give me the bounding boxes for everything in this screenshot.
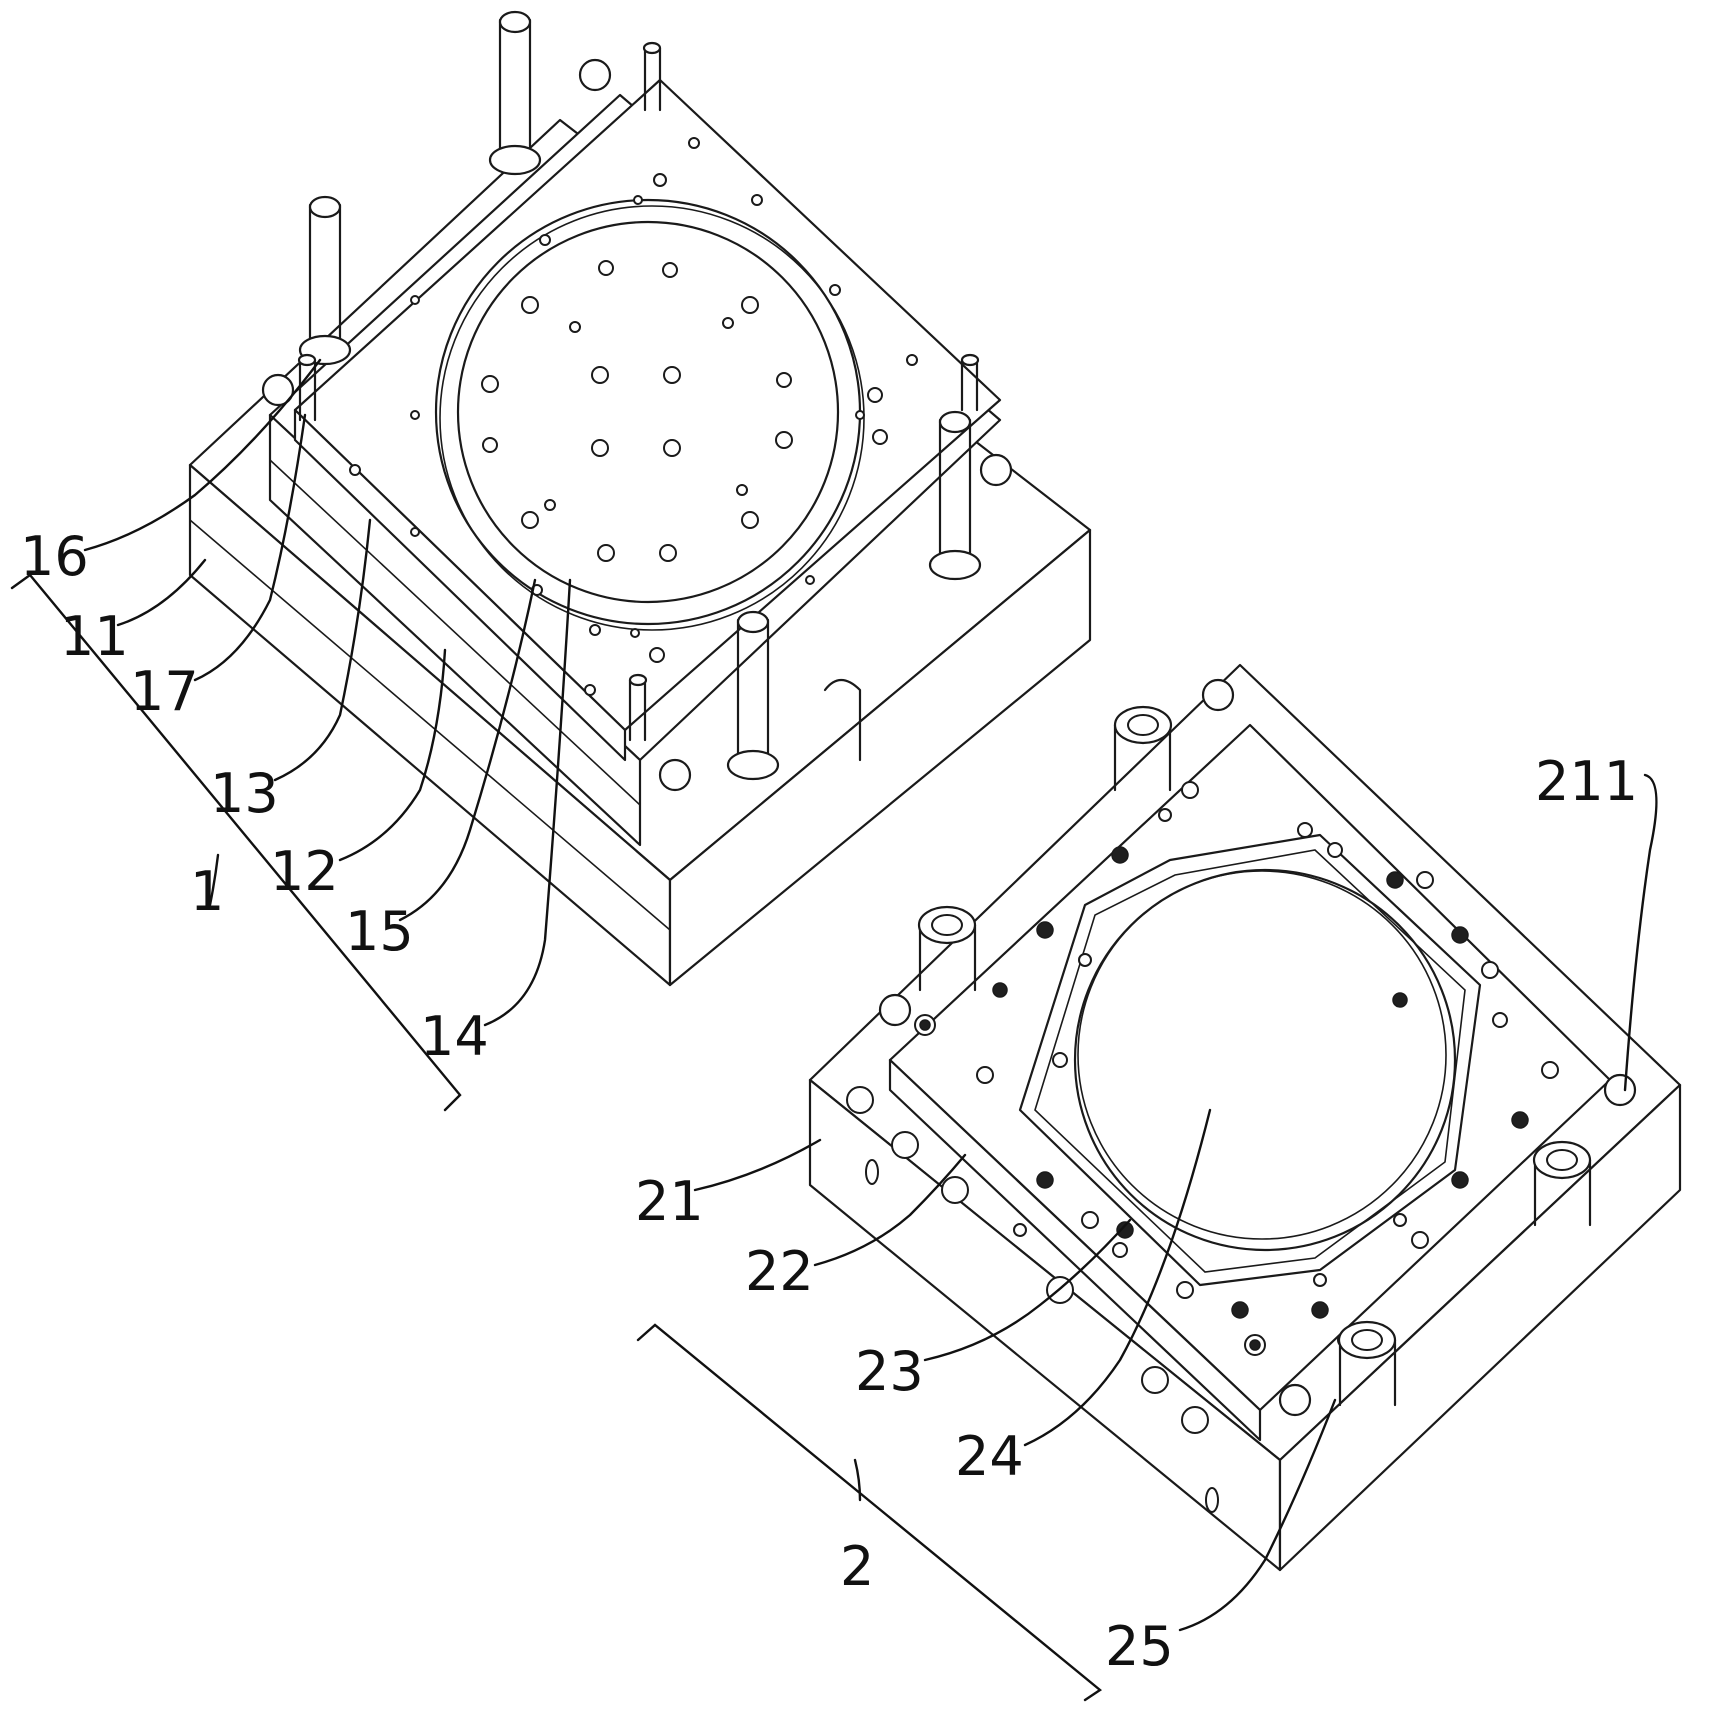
label-1: 1: [190, 860, 224, 923]
label-12: 12: [270, 840, 339, 903]
label-14: 14: [420, 1005, 489, 1068]
label-22: 22: [745, 1240, 814, 1303]
label-13: 13: [210, 762, 279, 825]
label-17: 17: [130, 660, 199, 723]
label-15: 15: [345, 900, 414, 963]
label-24: 24: [955, 1425, 1024, 1488]
label-23: 23: [855, 1340, 924, 1403]
label-21: 21: [635, 1170, 704, 1233]
label-16: 16: [20, 525, 89, 588]
label-11: 11: [60, 605, 129, 668]
label-211: 211: [1535, 750, 1638, 813]
label-2: 2: [840, 1535, 874, 1598]
label-25: 25: [1105, 1615, 1174, 1678]
